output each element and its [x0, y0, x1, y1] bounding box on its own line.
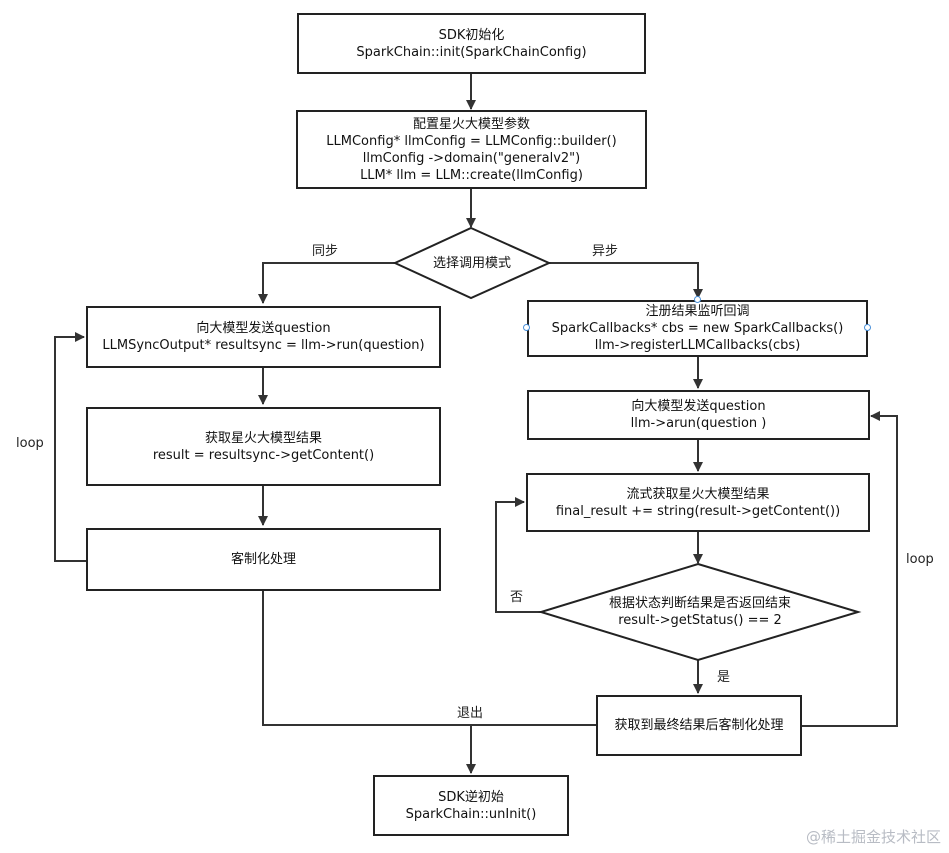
sync-send-title: 向大模型发送question — [196, 321, 331, 336]
sdk-init-title: SDK初始化 — [438, 27, 505, 43]
edge-label-exit: 退出 — [457, 706, 484, 721]
config-box: 配置星火大模型参数 LLMConfig* llmConfig = LLMConf… — [296, 110, 647, 189]
selection-handle-left[interactable] — [523, 324, 530, 331]
check-status-title: 根据状态判断结果是否返回结束 — [608, 596, 791, 611]
config-title: 配置星火大模型参数 — [412, 116, 530, 132]
edge-label-yes: 是 — [717, 670, 731, 685]
sync-custom-title: 客制化处理 — [230, 552, 296, 567]
sdk-uninit-title: SDK逆初始 — [438, 789, 504, 805]
stream-get-box: 流式获取星火大模型结果 final_result += string(resul… — [526, 473, 870, 532]
sync-get-box: 获取星火大模型结果 result = resultsync->getConten… — [86, 407, 441, 486]
sdk-uninit-box: SDK逆初始 SparkChain::unInit() — [373, 775, 569, 836]
final-custom-title: 获取到最终结果后客制化处理 — [614, 718, 784, 733]
edge-label-async: 异步 — [592, 244, 619, 259]
stream-get-code: final_result += string(result->getConten… — [555, 503, 841, 519]
choose-mode-label: 选择调用模式 — [432, 255, 511, 271]
sync-send-code: LLMSyncOutput* resultsync = llm->run(que… — [102, 338, 425, 353]
async-send-code: llm->arun(question ) — [630, 416, 767, 431]
sdk-init-box: SDK初始化 SparkChain::init(SparkChainConfig… — [297, 13, 646, 74]
check-status-text: 根据状态判断结果是否返回结束 result->getStatus() == 2 — [560, 590, 840, 634]
register-cb-code-1: SparkCallbacks* cbs = new SparkCallbacks… — [551, 321, 844, 336]
register-cb-title: 注册结果监听回调 — [645, 304, 750, 319]
sync-get-title: 获取星火大模型结果 — [204, 430, 322, 446]
edge-label-no: 否 — [510, 590, 524, 605]
register-cb-box: 注册结果监听回调 SparkCallbacks* cbs = new Spark… — [527, 300, 868, 357]
stream-get-title: 流式获取星火大模型结果 — [626, 486, 770, 502]
config-line-2: llmConfig ->domain("generalv2") — [362, 150, 581, 166]
sdk-init-code: SparkChain::init(SparkChainConfig) — [356, 44, 587, 60]
edge-label-loop-right: loop — [906, 552, 934, 567]
check-status-code: result->getStatus() == 2 — [618, 613, 782, 628]
check-status-diamond — [537, 562, 862, 662]
config-line-3: LLM* llm = LLM::create(llmConfig) — [360, 167, 583, 183]
watermark: @稀土掘金技术社区 — [805, 828, 941, 846]
sdk-uninit-code: SparkChain::unInit() — [405, 806, 537, 822]
async-send-title: 向大模型发送question — [631, 399, 766, 414]
sync-send-box: 向大模型发送question LLMSyncOutput* resultsync… — [86, 306, 441, 368]
final-custom-box: 获取到最终结果后客制化处理 — [596, 695, 802, 756]
selection-handle-right[interactable] — [864, 324, 871, 331]
sync-get-code: result = resultsync->getContent() — [152, 447, 375, 463]
choose-mode-diamond — [392, 226, 552, 300]
register-cb-code-2: llm->registerLLMCallbacks(cbs) — [594, 338, 801, 353]
sync-custom-box: 客制化处理 — [86, 528, 441, 591]
config-line-1: LLMConfig* llmConfig = LLMConfig::builde… — [326, 133, 617, 149]
selection-handle-top[interactable] — [694, 296, 701, 303]
async-send-box: 向大模型发送question llm->arun(question ) — [527, 390, 870, 440]
choose-mode-text: 选择调用模式 — [395, 228, 549, 298]
edge-label-loop-left: loop — [16, 436, 44, 451]
edge-label-sync: 同步 — [312, 244, 339, 259]
